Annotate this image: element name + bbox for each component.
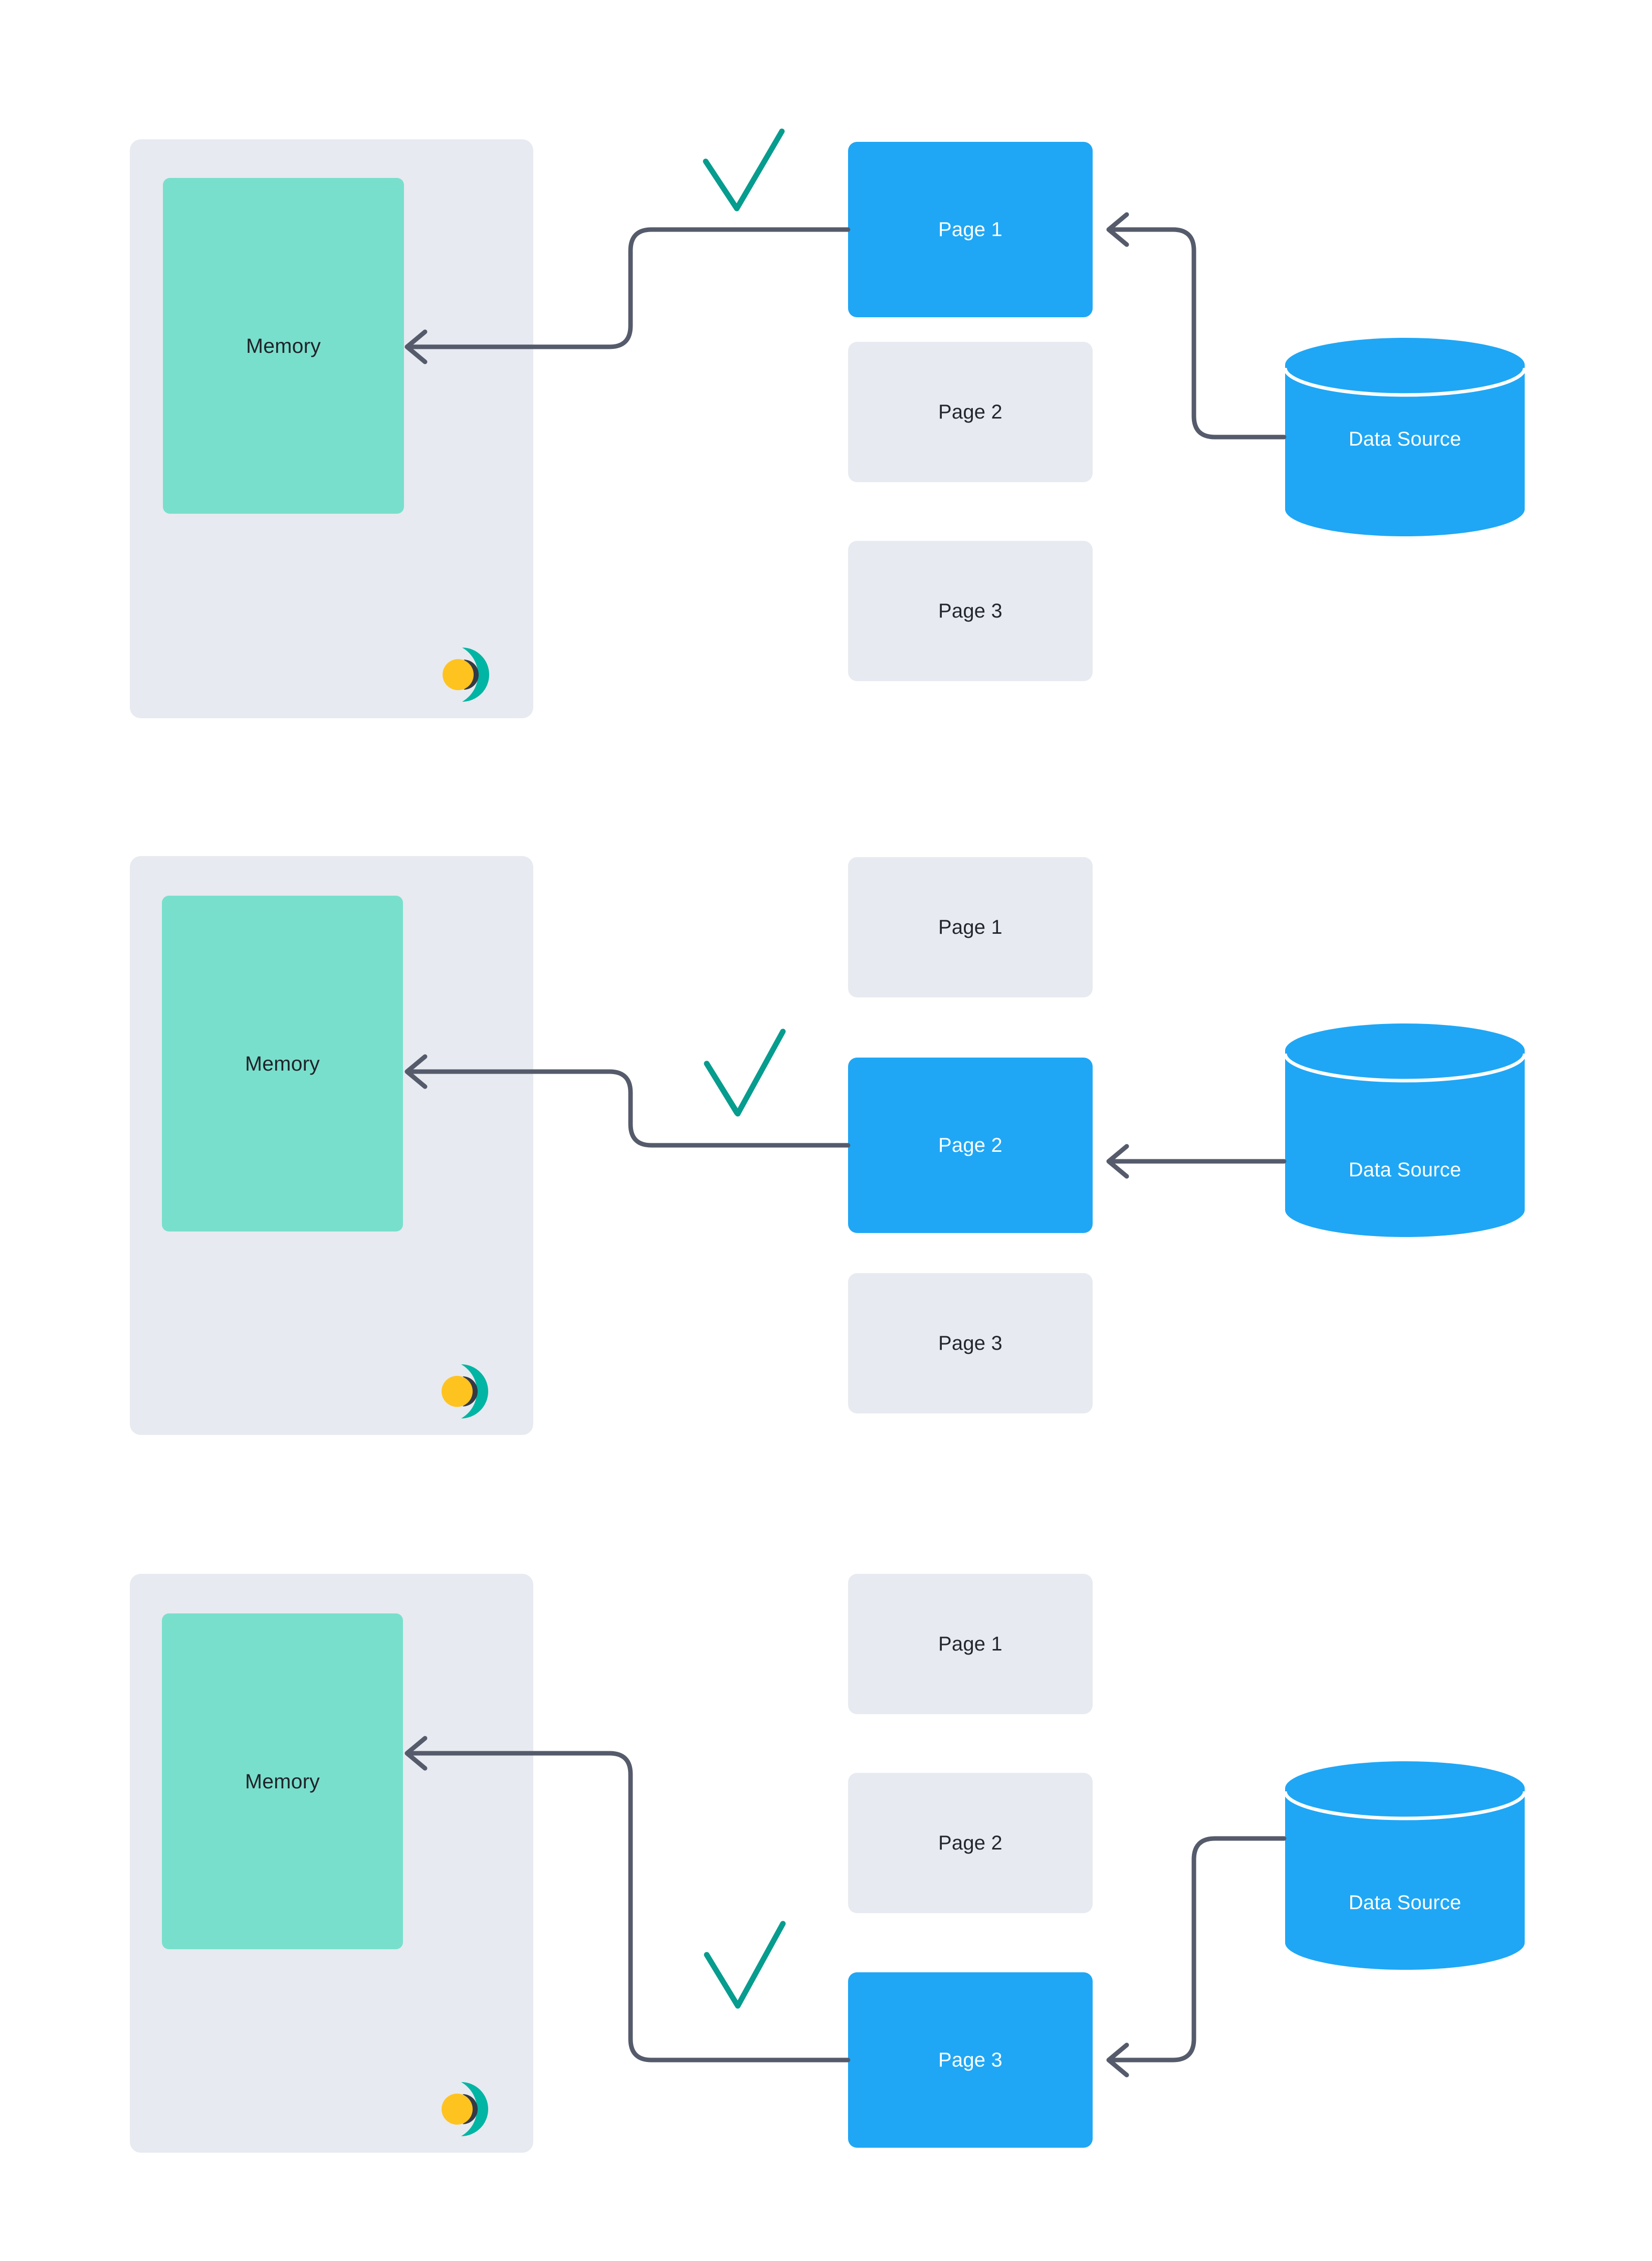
- page-box-1[interactable]: Page 1: [848, 142, 1093, 317]
- page-box-2[interactable]: Page 2: [848, 1773, 1093, 1913]
- page-box-label: Page 2: [938, 1134, 1002, 1156]
- database-cylinder-icon: [1283, 338, 1527, 536]
- page-box-label: Page 1: [938, 916, 1002, 938]
- database-cylinder-icon: [1283, 1023, 1527, 1237]
- memory-label: Memory: [245, 1769, 320, 1793]
- memory-block: Memory: [163, 178, 404, 514]
- memory-label: Memory: [246, 334, 321, 357]
- page-box-2[interactable]: Page 2: [848, 1058, 1093, 1233]
- page-box-1[interactable]: Page 1: [848, 857, 1093, 997]
- page-box-2[interactable]: Page 2: [848, 342, 1093, 482]
- brand-logo-icon: [443, 648, 489, 702]
- memory-container: Memory: [130, 1574, 533, 2153]
- data-source-cylinder[interactable]: Data Source: [1283, 1760, 1527, 1971]
- data-source-label: Data Source: [1348, 428, 1462, 450]
- memory-container: Memory: [130, 856, 533, 1435]
- check-icon: [704, 1061, 741, 1117]
- arrow-left-icon: [1106, 2042, 1129, 2078]
- database-cylinder-icon: [1283, 1761, 1527, 1970]
- brand-logo-icon: [442, 1364, 488, 1418]
- data-source-label: Data Source: [1348, 1159, 1462, 1181]
- page-box-label: Page 2: [938, 1831, 1002, 1854]
- page-box-3[interactable]: Page 3: [848, 1273, 1093, 1413]
- panel-step-3: Memory Page 1 Page 2 Page 3 Data Source: [0, 0, 1652, 2153]
- page-box-label: Page 3: [938, 1332, 1002, 1354]
- page-box-label: Page 1: [938, 218, 1002, 241]
- connector-datasource-to-page3: [1108, 1836, 1287, 2063]
- check-icon: [704, 1029, 786, 1117]
- brand-logo-icon: [442, 2082, 488, 2136]
- page-box-label: Page 3: [938, 2048, 1002, 2071]
- arrow-left-icon: [1106, 1144, 1129, 1179]
- page-box-3[interactable]: Page 3: [848, 1972, 1093, 2148]
- check-icon: [704, 1921, 786, 2009]
- memory-block: Memory: [162, 896, 403, 1231]
- data-source-cylinder[interactable]: Data Source: [1283, 337, 1527, 537]
- page-box-1[interactable]: Page 1: [848, 1574, 1093, 1714]
- data-source-cylinder[interactable]: Data Source: [1283, 1022, 1527, 1238]
- page-box-label: Page 1: [938, 1632, 1002, 1655]
- page-box-label: Page 3: [938, 599, 1002, 622]
- data-source-label: Data Source: [1348, 1892, 1462, 1914]
- page-box-label: Page 2: [938, 400, 1002, 423]
- page-box-3[interactable]: Page 3: [848, 541, 1093, 681]
- memory-label: Memory: [245, 1052, 320, 1075]
- memory-block: Memory: [162, 1613, 403, 1949]
